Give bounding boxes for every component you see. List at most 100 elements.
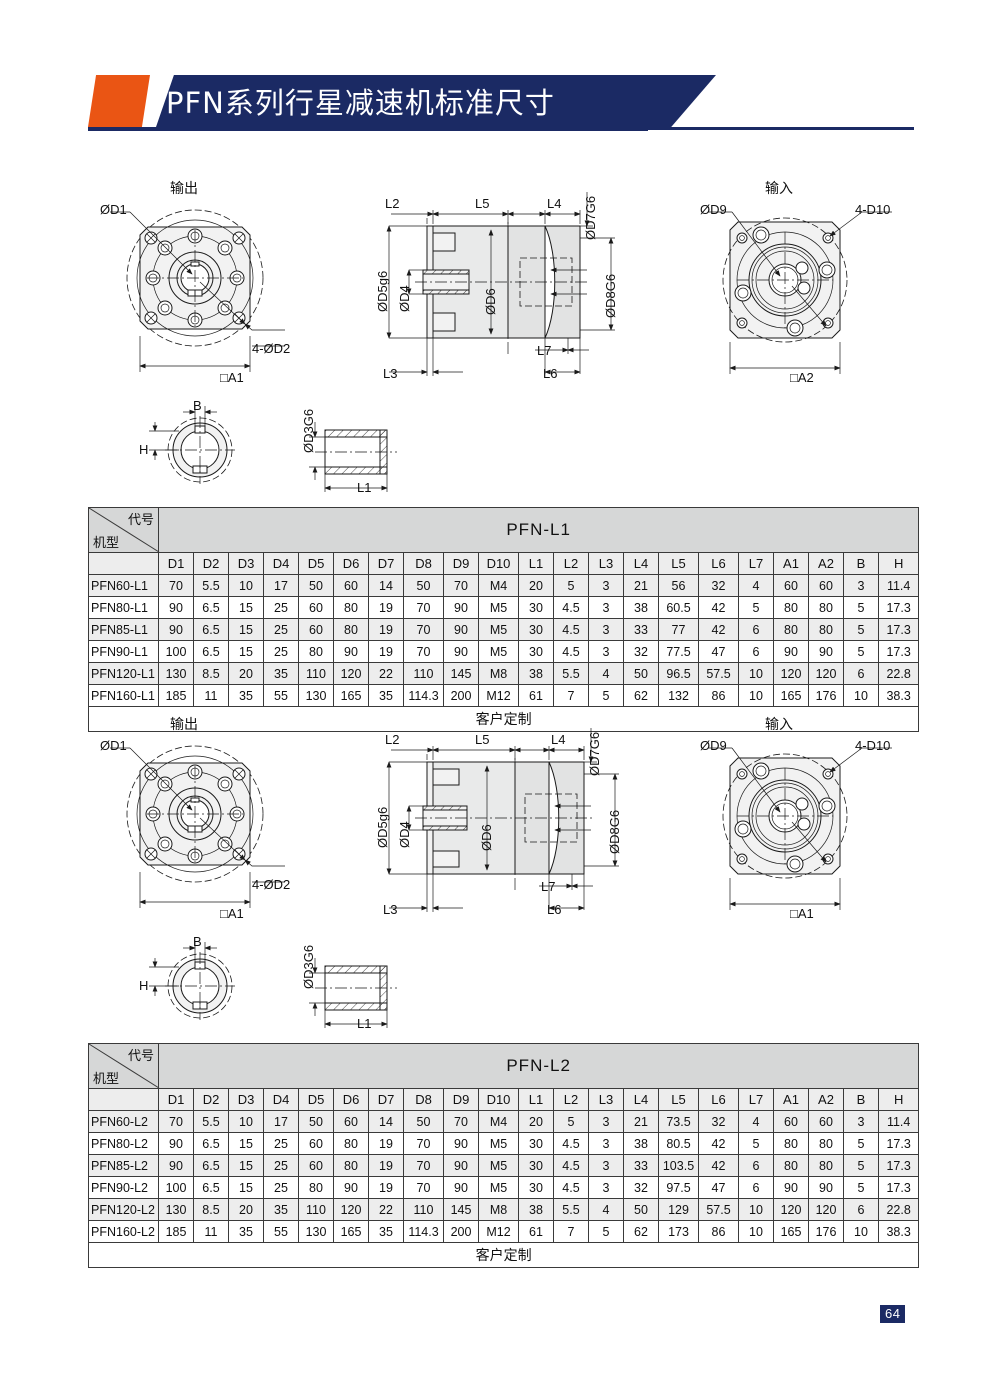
l7-label-1: L7 — [537, 343, 552, 358]
table-cell-value: 6 — [738, 618, 774, 641]
table-cell-value: 70 — [403, 1132, 444, 1155]
table-cell-value: 90 — [443, 618, 479, 641]
table-cell-value: 5 — [553, 1110, 589, 1133]
table-cell-value: 11.4 — [877, 574, 920, 597]
table-cell-value: 32 — [698, 574, 739, 597]
table-cell-value: 110 — [298, 662, 334, 685]
table-cell-value: 5 — [588, 684, 624, 707]
table-cell-value: 96.5 — [658, 662, 699, 685]
table-cell-value: M5 — [478, 1132, 519, 1155]
table-band-title: PFN-L2 — [157, 1043, 920, 1089]
table-cell-value: 73.5 — [658, 1110, 699, 1133]
table-cell-value: 90 — [158, 596, 194, 619]
d5g6-label-1: ØD5g6 — [375, 270, 390, 312]
input-label-1: 输入 — [765, 181, 793, 197]
table-cell-value: 100 — [158, 640, 194, 663]
table-column-header: D1 — [158, 552, 194, 575]
table-cell-value: 20 — [518, 574, 554, 597]
table-cell-value: 38 — [623, 1132, 659, 1155]
table-cell-value: 200 — [443, 684, 479, 707]
l7-label-2: L7 — [541, 879, 556, 894]
table-cell-value: 15 — [228, 618, 264, 641]
table-cell-value: 14 — [368, 574, 404, 597]
table-column-header: L4 — [623, 552, 659, 575]
table-cell-value: 47 — [698, 1176, 739, 1199]
table-cell-value: 61 — [518, 1220, 554, 1243]
table-cell-value: 185 — [158, 684, 194, 707]
table-cell-model: PFN90-L2 — [88, 1176, 159, 1199]
table-cell-value: 5 — [588, 1220, 624, 1243]
table-cell-value: 114.3 — [403, 1220, 444, 1243]
table-cell-value: 120 — [773, 662, 809, 685]
table-column-header: L3 — [588, 1088, 624, 1111]
table-cell-value: 130 — [298, 684, 334, 707]
table-column-header: A2 — [808, 1088, 844, 1111]
4d10-label-2: 4-D10 — [855, 738, 891, 753]
4od2-label-1: 4-ØD2 — [252, 341, 291, 356]
table-column-header: L1 — [518, 1088, 554, 1111]
banner-underline-thick — [88, 127, 648, 131]
table-cell-value: 33 — [623, 618, 659, 641]
table-cell-value: 70 — [403, 618, 444, 641]
table-cell-value: 62 — [623, 684, 659, 707]
l5-label-2: L5 — [475, 732, 490, 747]
table-cell-value: 100 — [158, 1176, 194, 1199]
table-cell-value: 22.8 — [877, 662, 920, 685]
table-cell-value: 114.3 — [403, 684, 444, 707]
table-cell-value: 3 — [843, 574, 879, 597]
table-column-header: D4 — [263, 1088, 299, 1111]
od1-label-2: ØD1 — [100, 738, 127, 753]
table-cell-value: M8 — [478, 1198, 519, 1221]
table-cell-value: 32 — [623, 640, 659, 663]
table-column-header: D3 — [228, 552, 264, 575]
d6-label-1: ØD6 — [483, 288, 498, 315]
table-cell-value: 30 — [518, 640, 554, 663]
table-cell-value: 145 — [443, 1198, 479, 1221]
table-corner-cell: 代号机型 — [88, 1043, 160, 1089]
table-column-header: L7 — [738, 552, 774, 575]
4d10-label-1: 4-D10 — [855, 202, 891, 217]
table-cell-value: 30 — [518, 618, 554, 641]
table-cell-value: 70 — [443, 1110, 479, 1133]
table-cell-value: 20 — [228, 662, 264, 685]
d7g6-label-1: ØD7G6 — [583, 195, 598, 240]
page-number-badge: 64 — [880, 1305, 906, 1323]
table-cell-value: 19 — [368, 1154, 404, 1177]
table-cell-value: 165 — [333, 684, 369, 707]
table-cell-value: M12 — [478, 684, 519, 707]
table-cell-value: 7 — [553, 684, 589, 707]
table-column-header: L7 — [738, 1088, 774, 1111]
table-cell-value: 11 — [193, 1220, 229, 1243]
table-cell-value: 25 — [263, 1154, 299, 1177]
a1-label-2: □A1 — [220, 906, 244, 921]
table-cell-value: 80 — [808, 596, 844, 619]
l4-label-2: L4 — [551, 732, 566, 747]
table-cell-value: 80 — [298, 1176, 334, 1199]
table-cell-value: 5 — [843, 596, 879, 619]
table-cell-value: 50 — [403, 574, 444, 597]
l3-label-1: L3 — [383, 366, 398, 381]
table-cell-value: 165 — [773, 684, 809, 707]
drawing2-output-view: 输出 ØD1 4-ØD2 □A1 — [100, 714, 390, 929]
table-cell-value: 70 — [403, 596, 444, 619]
table-cell-value: 120 — [808, 1198, 844, 1221]
table-cell-value: 90 — [443, 1132, 479, 1155]
table-cell-value: 56 — [658, 574, 699, 597]
table-cell-value: 15 — [228, 1132, 264, 1155]
table-cell-value: 90 — [443, 640, 479, 663]
a2-label-1: □A2 — [790, 370, 814, 385]
table-cell-value: 70 — [403, 640, 444, 663]
output-label-2: 输出 — [170, 717, 198, 733]
table-cell-value: 5.5 — [553, 662, 589, 685]
table-column-header: L5 — [658, 1088, 699, 1111]
table-cell-value: 145 — [443, 662, 479, 685]
table-cell-value: 42 — [698, 1132, 739, 1155]
table-cell-value: 3 — [588, 640, 624, 663]
table-cell-value: 80 — [333, 618, 369, 641]
table-column-header: D6 — [333, 552, 369, 575]
